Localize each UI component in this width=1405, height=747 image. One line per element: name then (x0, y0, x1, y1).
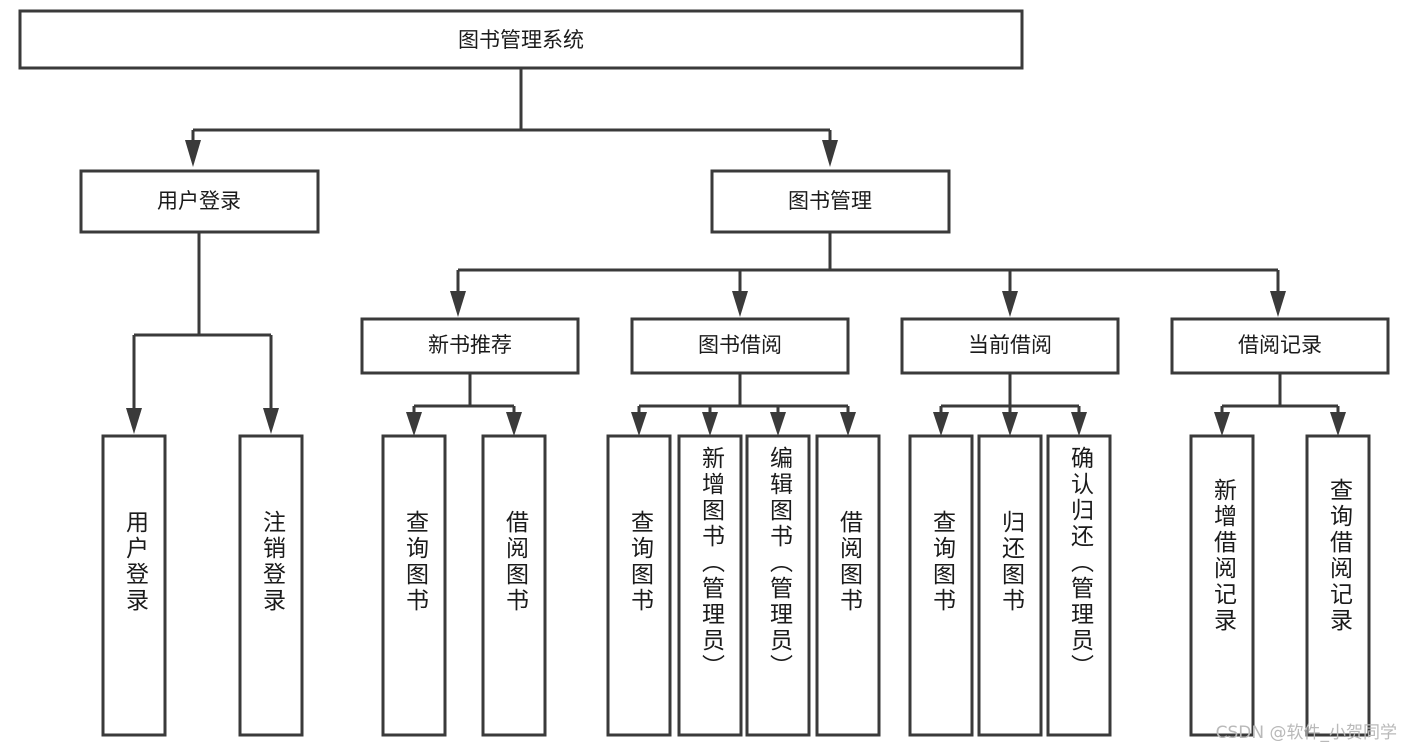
leaf-box-query-book-current[interactable] (908, 434, 974, 737)
node-book-management[interactable]: 图书管理 (710, 169, 951, 234)
connector-book-management-to-level2 (450, 232, 1286, 317)
leaf-box-logout[interactable] (238, 434, 304, 737)
leaf-box-user-login[interactable] (101, 434, 167, 737)
node-user-login[interactable]: 用户登录 (79, 169, 320, 234)
connector-book-borrow-to-leaves (631, 373, 856, 436)
node-book-borrow[interactable]: 图书借阅 (630, 317, 850, 375)
node-current-borrow-label: 当前借阅 (968, 333, 1052, 357)
leaf-box-query-book-rec[interactable] (381, 434, 447, 737)
node-borrow-record[interactable]: 借阅记录 (1170, 317, 1390, 375)
node-user-login-label: 用户登录 (157, 189, 241, 213)
leaf-box-query-borrow-record[interactable] (1305, 434, 1371, 737)
node-root-system[interactable]: 图书管理系统 (18, 9, 1024, 70)
node-book-management-label: 图书管理 (788, 189, 872, 213)
connector-user-login-to-leaves (126, 232, 279, 434)
leaf-box-borrow-book[interactable] (815, 434, 881, 737)
connector-root-to-level1 (185, 68, 838, 167)
leaf-box-return-book[interactable] (977, 434, 1043, 737)
node-root-system-label: 图书管理系统 (458, 28, 584, 52)
node-new-book-recommend-label: 新书推荐 (428, 333, 512, 357)
connector-current-borrow-to-leaves (933, 373, 1087, 436)
connector-new-book-recommend-to-leaves (406, 373, 522, 436)
leaf-box-borrow-book-rec[interactable] (481, 434, 547, 737)
node-current-borrow[interactable]: 当前借阅 (900, 317, 1120, 375)
leaf-box-add-book-admin[interactable] (677, 434, 743, 737)
node-borrow-record-label: 借阅记录 (1238, 333, 1322, 357)
node-book-borrow-label: 图书借阅 (698, 333, 782, 357)
leaf-box-query-book-borrow[interactable] (606, 434, 672, 737)
leaf-box-add-borrow-record[interactable] (1189, 434, 1255, 737)
leaf-box-confirm-return-admin[interactable] (1046, 434, 1112, 737)
connector-borrow-record-to-leaves (1214, 373, 1346, 436)
leaf-box-edit-book-admin[interactable] (745, 434, 811, 737)
node-new-book-recommend[interactable]: 新书推荐 (360, 317, 580, 375)
